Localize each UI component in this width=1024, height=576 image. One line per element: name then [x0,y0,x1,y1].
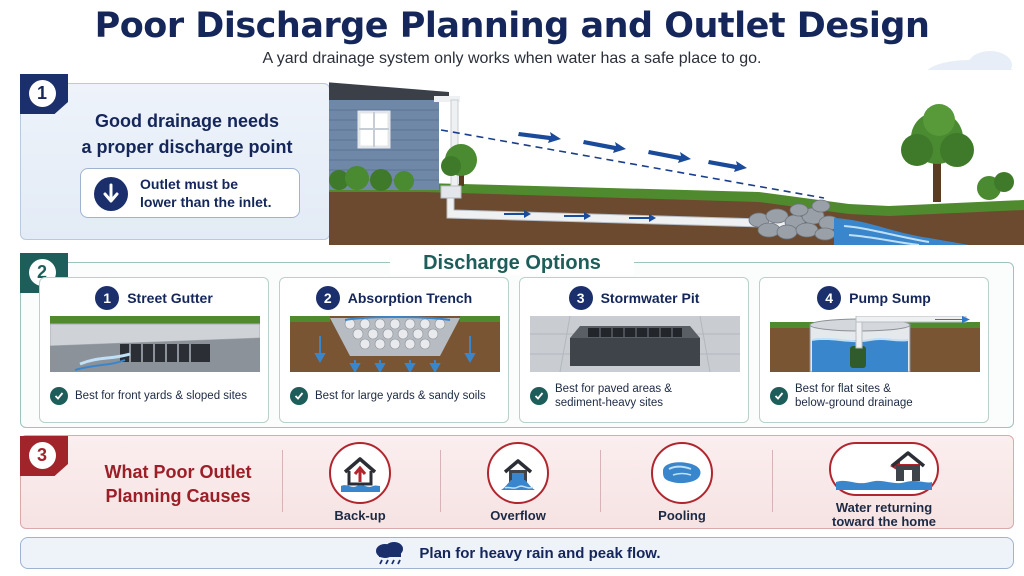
effect-label: Back-up [334,508,386,523]
divider [772,450,773,512]
option-number: 1 [95,286,120,310]
effect-label: Overflow [490,508,546,523]
effect-water-returning: Water returning toward the home [806,442,962,529]
street-gutter-illustration [50,316,260,372]
check-icon [770,387,788,405]
option-card-absorption-trench: 2 Absorption Trench Best fo [279,277,509,423]
option-card-pump-sump: 4 Pump Sump Best for flat sites & below-… [759,277,989,423]
drainage-scene-illustration [329,70,1024,245]
section-3-heading: What Poor Outlet Planning Causes [104,462,252,506]
section-2-title: Discharge Options [390,252,634,275]
page-title: Poor Discharge Planning and Outlet Desig… [94,6,930,46]
option-number: 3 [568,286,593,310]
down-arrow-icon [94,177,128,211]
outlet-note-text: Outlet must be lower than the inlet. [140,176,272,210]
page-subtitle: A yard drainage system only works when w… [262,50,762,67]
option-label: Stormwater Pit [600,290,700,306]
option-label: Pump Sump [849,290,931,306]
option-best-for: Best for front yards & sloped sites [75,390,247,402]
absorption-trench-illustration [290,316,500,372]
effect-pooling: Pooling [622,442,742,526]
water-return-house-icon [829,442,939,496]
flooded-house-icon [329,442,391,504]
footer-text: Plan for heavy rain and peak flow. [419,544,661,562]
stormwater-pit-illustration [530,316,740,372]
option-number: 4 [817,286,842,310]
option-best-for: Best for large yards & sandy soils [315,390,486,402]
overflowing-pipe-icon [487,442,549,504]
divider [282,450,283,512]
pump-sump-illustration [770,316,980,372]
option-best-for: Best for flat sites & below-ground drain… [795,383,913,409]
option-label: Absorption Trench [347,290,473,306]
effect-label: Water returning toward the home [831,500,936,529]
footer-banner [20,537,1014,569]
effect-back-up: Back-up [300,442,420,526]
check-icon [530,387,548,405]
check-icon [290,387,308,405]
divider [440,450,441,512]
option-card-street-gutter: 1 Street Gutter Best for front yards & s… [39,277,269,423]
divider [600,450,601,512]
option-number: 2 [315,286,340,310]
section-1-heading: Good drainage needs a proper discharge p… [81,111,293,157]
option-card-stormwater-pit: 3 Stormwater Pit Best for paved areas & … [519,277,749,423]
effect-overflow: Overflow [458,442,578,526]
section-1-badge: 1 [20,74,68,114]
check-icon [50,387,68,405]
puddle-icon [651,442,713,504]
option-label: Street Gutter [127,290,213,306]
section-3-badge: 3 [20,436,68,476]
rain-cloud-icon [376,542,404,565]
option-best-for: Best for paved areas & sediment-heavy si… [555,383,672,409]
effect-label: Pooling [658,508,706,523]
